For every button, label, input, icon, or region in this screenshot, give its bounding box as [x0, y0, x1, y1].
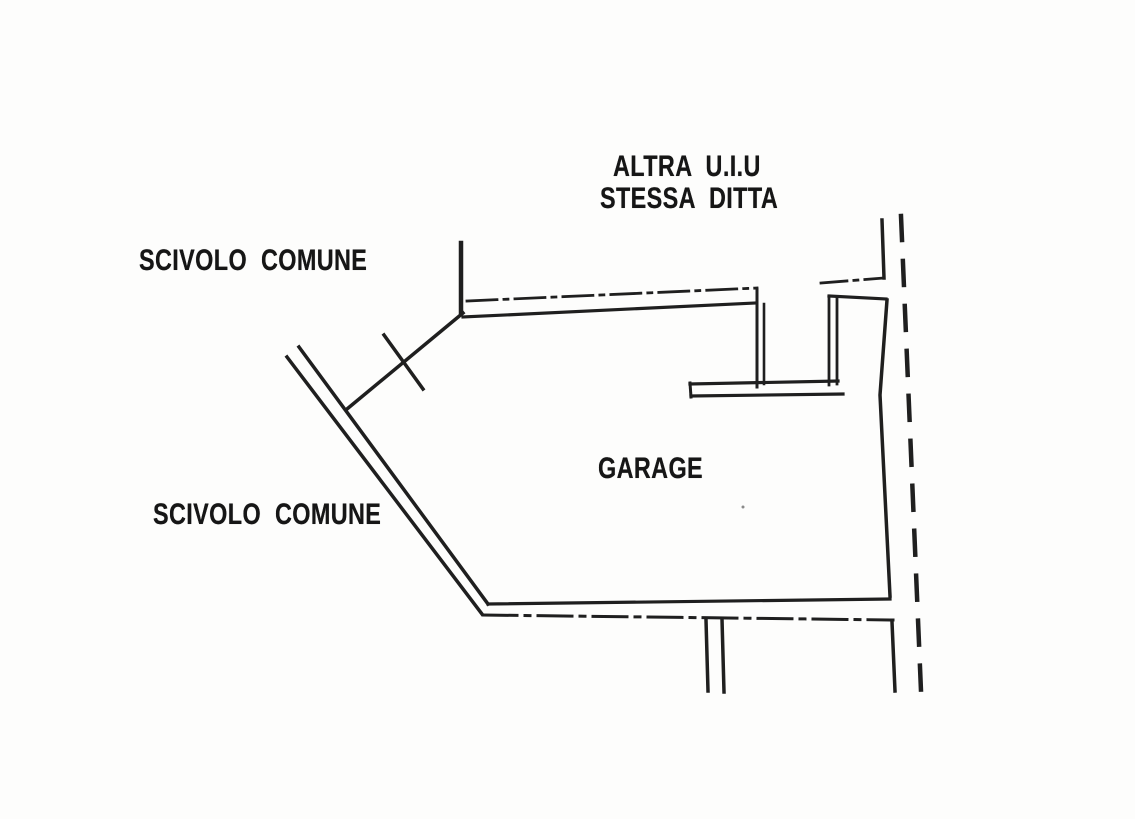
- recess-sill-bottom-line: [689, 392, 845, 398]
- label-adjacent-unit-line1: ALTRA U.I.U: [613, 150, 761, 183]
- recess-sill-left-cap: [688, 381, 693, 399]
- right-wall-lower-stub: [890, 620, 897, 693]
- upper-left-diagonal-wall: [344, 310, 466, 412]
- bottom-wall-outer-dashdot-line: [481, 613, 895, 622]
- top-wall-inner-line: [461, 301, 757, 319]
- ramp-edge-inner-line: [296, 344, 491, 607]
- bottom-jamb-right-line: [720, 617, 726, 694]
- label-room-garage: GARAGE: [598, 452, 704, 485]
- label-adjacent-unit-line2: STESSA DITTA: [600, 182, 779, 215]
- top-wall-outer-dashdot-line: [465, 286, 759, 303]
- right-wall-upper-stub: [880, 218, 886, 280]
- bottom-wall-inner-line: [486, 597, 892, 606]
- ramp-tick-mark: [381, 332, 426, 392]
- label-ramp-top: SCIVOLO COMUNE: [139, 244, 368, 277]
- recess-sill-top-line: [688, 379, 840, 386]
- scan-speck: [741, 505, 745, 509]
- bottom-jamb-left-line: [704, 618, 710, 693]
- ramp-edge-outer-line: [284, 354, 485, 617]
- boundary-dashed-line: [898, 213, 924, 694]
- top-right-wall-outer-dashdot-line: [819, 276, 886, 285]
- top-right-wall-inner-line: [827, 294, 888, 301]
- right-wall: [878, 298, 892, 598]
- label-ramp-bottom: SCIVOLO COMUNE: [153, 498, 382, 531]
